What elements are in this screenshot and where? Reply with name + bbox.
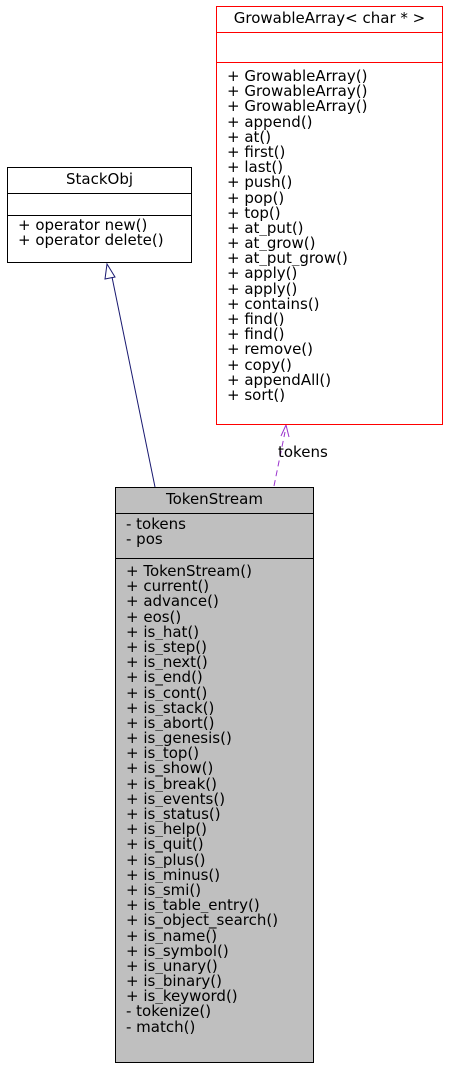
inheritance-edge bbox=[111, 276, 156, 488]
operation-item: + appendAll() bbox=[227, 372, 332, 388]
operation-item: + is_binary() bbox=[126, 974, 222, 990]
operation-item: + remove() bbox=[227, 342, 314, 358]
operation-item: + apply() bbox=[227, 266, 298, 282]
operation-item: + is_unary() bbox=[126, 958, 218, 975]
class-name: GrowableArray< char * > bbox=[217, 7, 442, 33]
operation-item: + is_step() bbox=[126, 639, 207, 656]
operation-item: + is_cont() bbox=[126, 685, 208, 701]
usage-edge-label: tokens bbox=[278, 443, 328, 461]
operation-item: + at_put() bbox=[227, 220, 304, 237]
operation-item: + find() bbox=[227, 327, 285, 343]
operation-item: + at_put_grow() bbox=[227, 251, 348, 267]
usage-edge bbox=[273, 431, 286, 487]
class-name: TokenStream bbox=[116, 488, 313, 514]
operation-item: + is_show() bbox=[126, 761, 214, 777]
operation-item: + is_name() bbox=[126, 928, 218, 944]
operations-section: + TokenStream()+ current()+ advance()+ e… bbox=[116, 559, 313, 1035]
attribute-item: - tokens bbox=[126, 517, 186, 533]
operation-item: + at() bbox=[227, 129, 272, 145]
operation-item: + find() bbox=[227, 312, 285, 328]
operation-item: + is_hat() bbox=[126, 624, 200, 640]
operation-item: + at_grow() bbox=[227, 236, 316, 252]
operation-item: + push() bbox=[227, 175, 293, 191]
operation-item: + TokenStream() bbox=[126, 564, 252, 580]
operation-item: + operator delete() bbox=[18, 233, 164, 249]
operation-item: + is_minus() bbox=[126, 867, 221, 883]
operation-item: + is_object_search() bbox=[126, 913, 279, 929]
operation-item: + first() bbox=[227, 144, 286, 161]
operation-item: + apply() bbox=[227, 281, 298, 297]
operation-item: + advance() bbox=[126, 594, 219, 610]
operation-item: + is_genesis() bbox=[126, 731, 232, 747]
operations-section: + operator new()+ operator delete() bbox=[8, 216, 191, 248]
operation-item: + sort() bbox=[227, 387, 286, 404]
operation-item: + is_symbol() bbox=[126, 943, 229, 959]
operation-item: + pop() bbox=[227, 190, 285, 206]
operation-item: + is_keyword() bbox=[126, 989, 238, 1005]
operation-item: + top() bbox=[227, 205, 281, 221]
operation-item: + current() bbox=[126, 579, 210, 595]
operations-section: + GrowableArray()+ GrowableArray()+ Grow… bbox=[217, 63, 442, 403]
operation-item: + is_end() bbox=[126, 670, 203, 686]
attributes-section bbox=[8, 194, 191, 216]
operation-item: + is_next() bbox=[126, 655, 208, 671]
operation-item: + last() bbox=[227, 160, 284, 176]
operation-item: + is_abort() bbox=[126, 715, 215, 732]
operation-item: + is_smi() bbox=[126, 882, 202, 899]
operation-item: + is_help() bbox=[126, 822, 207, 838]
operation-item: + is_quit() bbox=[126, 837, 204, 853]
attribute-item: - pos bbox=[126, 532, 163, 548]
operation-item: - tokenize() bbox=[126, 1004, 212, 1020]
operation-item: + GrowableArray() bbox=[227, 84, 368, 100]
operation-item: - match() bbox=[126, 1019, 196, 1035]
operation-item: + GrowableArray() bbox=[227, 99, 368, 115]
attributes-section: - tokens- pos bbox=[116, 514, 313, 559]
class-box-tokenstream[interactable]: TokenStream - tokens- pos + TokenStream(… bbox=[115, 487, 314, 1063]
usage-arrowhead bbox=[280, 423, 290, 438]
operation-item: + GrowableArray() bbox=[227, 69, 368, 85]
operation-item: + eos() bbox=[126, 609, 182, 625]
operation-item: + copy() bbox=[227, 357, 292, 373]
class-box-stackobj[interactable]: StackObj + operator new()+ operator dele… bbox=[7, 167, 192, 263]
operation-item: + is_top() bbox=[126, 746, 200, 762]
operation-item: + contains() bbox=[227, 296, 320, 312]
class-box-growablearray[interactable]: GrowableArray< char * > + GrowableArray(… bbox=[216, 6, 443, 425]
operation-item: + operator new() bbox=[18, 218, 148, 234]
operation-item: + is_stack() bbox=[126, 700, 215, 716]
operation-item: + is_break() bbox=[126, 776, 217, 792]
operation-item: + is_plus() bbox=[126, 852, 206, 868]
operation-item: + append() bbox=[227, 114, 313, 130]
attributes-section bbox=[217, 33, 442, 63]
operation-item: + is_table_entry() bbox=[126, 898, 260, 914]
operation-item: + is_status() bbox=[126, 807, 221, 823]
inheritance-arrowhead bbox=[104, 262, 116, 280]
operation-item: + is_events() bbox=[126, 791, 226, 807]
class-name: StackObj bbox=[8, 168, 191, 194]
